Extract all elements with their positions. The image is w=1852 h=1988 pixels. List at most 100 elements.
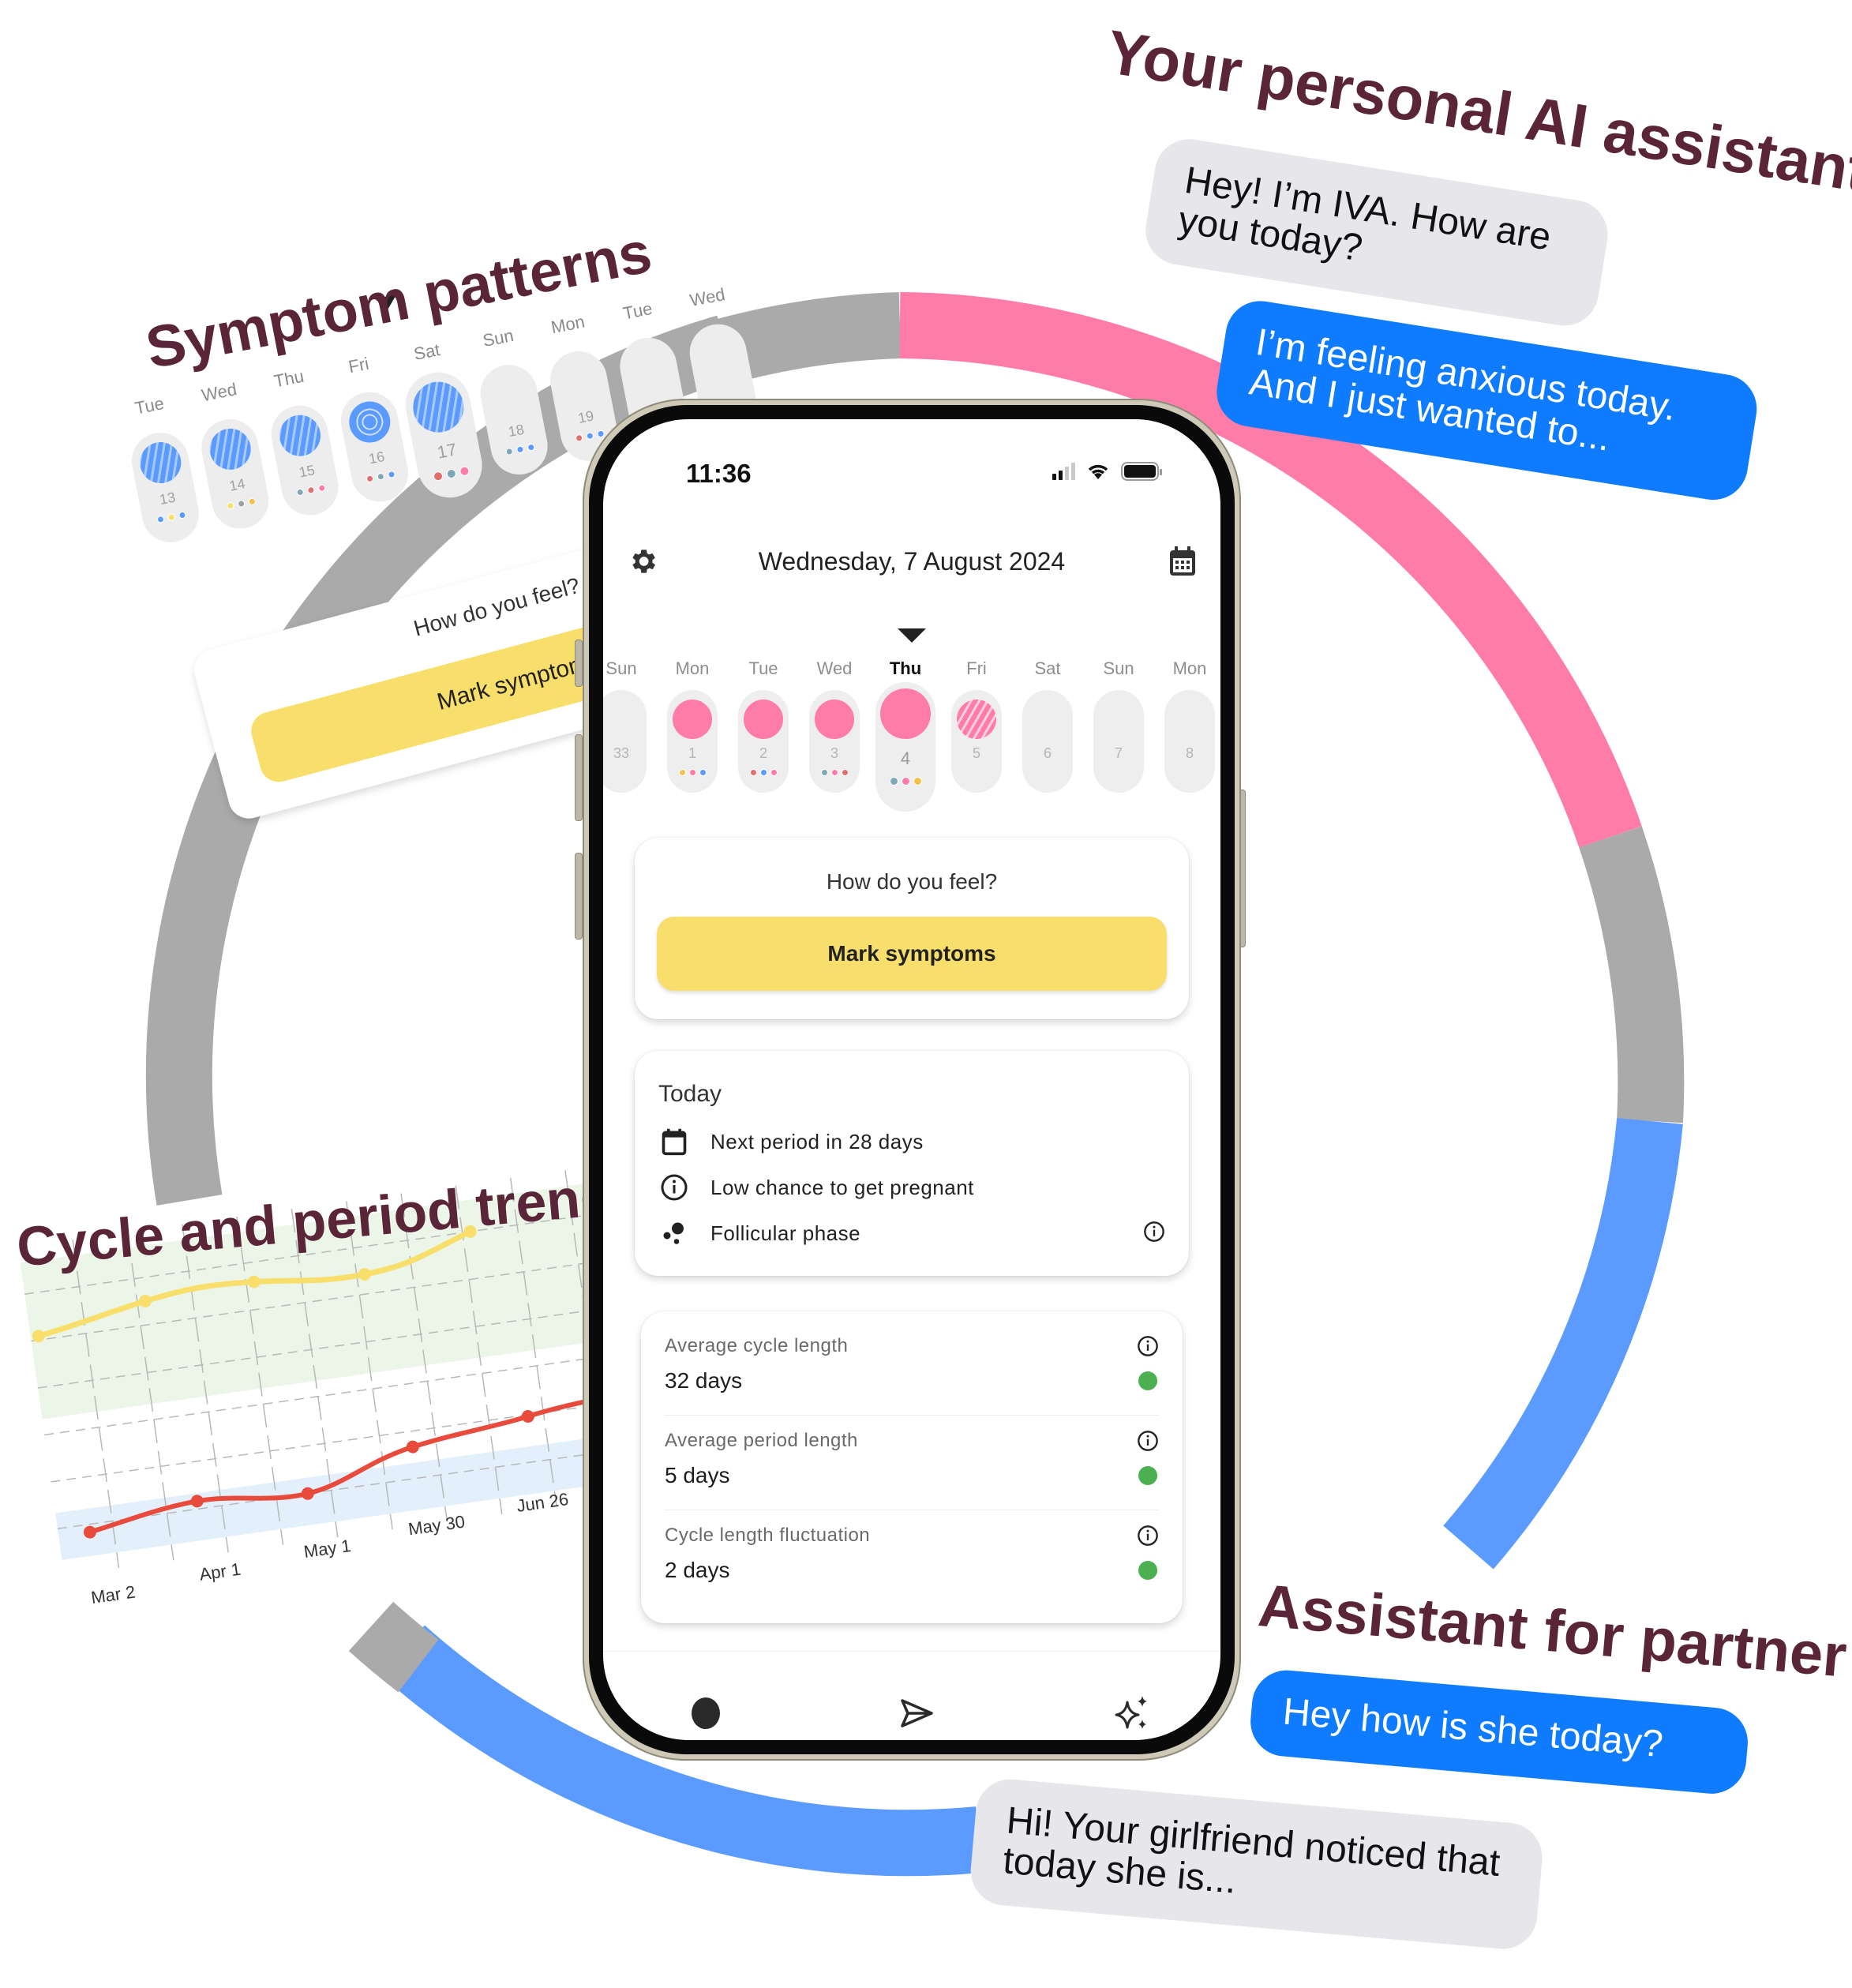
week-strip: Sun 33 Mon 1 Tue 2 Wed xyxy=(603,628,1220,812)
day-label: Sat xyxy=(412,339,442,365)
phone-action-button xyxy=(575,640,583,687)
mark-symptoms-button[interactable]: Mark symptoms xyxy=(657,917,1167,991)
week-day-today[interactable]: Thu 4 xyxy=(874,658,937,812)
day-label: Tue xyxy=(133,393,166,418)
day-label: Wed xyxy=(200,379,239,406)
day-label: Fri xyxy=(966,658,987,678)
phase-info-icon[interactable] xyxy=(1143,1221,1165,1243)
day-label: Mon xyxy=(1172,658,1207,678)
x-tick: May 1 xyxy=(302,1536,352,1562)
app-header: Wednesday, 7 August 2024 xyxy=(603,538,1220,585)
week-day[interactable]: Tue 2 xyxy=(732,658,795,793)
line-chart: Mar 2 Apr 1 May 1 May 30 Jun 26 xyxy=(20,1170,625,1607)
current-date: Wednesday, 7 August 2024 xyxy=(758,547,1066,576)
cycle-stats-card: Average cycle length 32 days Average per… xyxy=(641,1311,1183,1623)
cycle-day-number: 2 xyxy=(759,745,767,761)
bottom-nav xyxy=(603,1651,1220,1740)
x-tick: Apr 1 xyxy=(198,1559,242,1585)
ovulation-target-icon xyxy=(345,398,394,447)
week-day[interactable]: Sun 7 xyxy=(1087,658,1150,793)
cycle-day-number: 6 xyxy=(1043,745,1052,761)
nav-home[interactable] xyxy=(682,1690,729,1737)
symptom-dots xyxy=(212,495,269,513)
calendar-icon[interactable] xyxy=(1168,546,1197,577)
message-text: Hey how is she today? xyxy=(1280,1690,1665,1766)
cycle-day-number: 3 xyxy=(830,745,838,761)
stat-value: 32 days xyxy=(665,1368,743,1393)
pregnancy-chance-text: Low chance to get pregnant xyxy=(710,1175,974,1199)
day-label: Wed xyxy=(688,283,727,311)
cycle-day-number: 33 xyxy=(613,745,630,761)
cycle-day-number: 8 xyxy=(1185,745,1194,761)
info-icon[interactable] xyxy=(1137,1335,1159,1357)
stat-label: Average cycle length xyxy=(665,1335,849,1356)
day-number: 16 xyxy=(367,448,386,467)
message-text: Hi! Your girlfriend noticed that today s… xyxy=(1001,1799,1502,1902)
stat-average-period-length: Average period length 5 days xyxy=(665,1416,1159,1510)
period-day-icon xyxy=(744,700,783,739)
today-title: Today xyxy=(658,1081,722,1107)
day-label: Tue xyxy=(621,298,654,324)
week-day[interactable]: Sun 33 xyxy=(603,658,653,793)
nav-send[interactable] xyxy=(894,1690,941,1737)
cycle-day-number: 5 xyxy=(972,745,980,761)
cycle-phase-text: Follicular phase xyxy=(710,1221,861,1245)
stat-value: 2 days xyxy=(665,1558,730,1582)
day-number: 15 xyxy=(298,462,317,481)
status-time: 11:36 xyxy=(686,459,752,488)
info-icon[interactable] xyxy=(1137,1430,1159,1452)
week-day[interactable]: Fri 5 xyxy=(945,658,1008,793)
calendar-icon xyxy=(662,1128,687,1156)
next-period-text: Next period in 28 days xyxy=(710,1129,924,1153)
day-label: Sat xyxy=(1034,658,1061,678)
predicted-period-icon xyxy=(957,700,996,739)
feel-question: How do you feel? xyxy=(826,869,998,894)
status-indicator-green xyxy=(1138,1466,1157,1485)
send-icon xyxy=(901,1699,933,1727)
symptom-dots xyxy=(143,508,200,527)
feel-card: How do you feel? Mark symptoms xyxy=(635,838,1189,1019)
symptom-dots xyxy=(875,777,935,786)
week-day[interactable]: Mon 1 xyxy=(661,658,724,793)
day-label: Sun xyxy=(1103,658,1134,678)
cycle-day-number: 7 xyxy=(1114,745,1123,761)
day-label: Fri xyxy=(347,353,371,377)
period-day-icon xyxy=(815,700,854,739)
symptom-dots xyxy=(282,482,339,500)
ovulation-hatch-icon xyxy=(276,411,324,460)
info-icon[interactable] xyxy=(1137,1525,1159,1547)
day-number: 17 xyxy=(435,439,459,463)
cycle-day-number: 4 xyxy=(900,748,911,768)
phase-dots-icon xyxy=(663,1222,684,1244)
status-indicator-green xyxy=(1138,1561,1157,1580)
phone-volume-down xyxy=(575,853,583,940)
info-icon xyxy=(661,1174,688,1201)
gear-icon[interactable] xyxy=(627,546,658,577)
symptom-dots xyxy=(667,769,718,776)
phone-volume-up xyxy=(575,734,583,821)
cycle-phase-row: Follicular phase xyxy=(658,1217,1165,1249)
stat-value: 5 days xyxy=(665,1463,730,1487)
stat-cycle-fluctuation: Cycle length fluctuation 2 days xyxy=(665,1510,1159,1605)
sparkles-icon xyxy=(1115,1696,1147,1729)
symptom-dots xyxy=(809,769,860,776)
period-day-icon xyxy=(880,688,931,739)
day-number: 13 xyxy=(158,489,177,508)
cycle-trends-chart: Mar 2 Apr 1 May 1 May 30 Jun 26 xyxy=(16,1153,635,1638)
week-day[interactable]: Mon 8 xyxy=(1158,658,1220,793)
day-number: 18 xyxy=(507,421,526,441)
pregnancy-chance-row: Low chance to get pregnant xyxy=(658,1172,1165,1203)
divider xyxy=(665,1415,1159,1416)
circle-icon xyxy=(692,1697,720,1729)
week-day[interactable]: Sat 6 xyxy=(1016,658,1079,793)
week-day[interactable]: Wed 3 xyxy=(803,658,866,793)
cycle-day-number: 1 xyxy=(688,745,696,761)
today-indicator-arrow xyxy=(898,628,926,643)
symptom-dots xyxy=(418,463,484,484)
day-label: Mon xyxy=(549,311,587,338)
nav-assistant[interactable] xyxy=(1108,1690,1156,1737)
day-number: 19 xyxy=(576,407,595,426)
stat-average-cycle-length: Average cycle length 32 days xyxy=(665,1321,1159,1416)
stat-label: Average period length xyxy=(665,1430,858,1451)
ovulation-hatch-icon xyxy=(206,425,255,474)
